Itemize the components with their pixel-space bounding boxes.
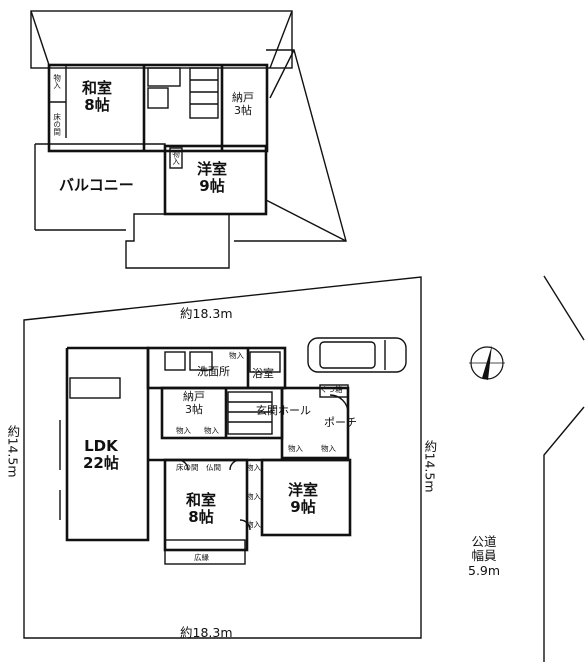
genkan-hall-label: 玄関ホール <box>256 404 311 417</box>
site-width-bottom: 約18.3m <box>180 625 233 640</box>
site-boundary <box>23 276 422 639</box>
storage-label-1f: 物入 <box>246 463 261 472</box>
balcony-label: バルコニー <box>59 176 134 194</box>
site-width-top: 約18.3m <box>180 306 233 321</box>
storage-label-1f: 物入 <box>229 351 244 360</box>
senmenjo-label: 洗面所 <box>197 365 230 378</box>
room-nando-2f: 納戸 3帖 <box>232 91 254 117</box>
road-edge <box>543 275 585 662</box>
porch-label: ポーチ <box>324 416 357 429</box>
second-floor-walls <box>34 63 269 269</box>
tokonoma-label-1f: 床の間 <box>176 463 199 472</box>
butsuma-label: 仏間 <box>206 463 221 472</box>
room-nando-1f: 納戸 3帖 <box>183 390 205 416</box>
engawa-label: 広縁 <box>194 553 209 562</box>
room-ldk: LDK 22帖 <box>83 437 119 473</box>
yokushitsu-label: 浴室 <box>252 367 274 380</box>
first-floor-details <box>59 351 349 565</box>
road-label: 公道 幅員 5.9m <box>468 534 501 578</box>
storage-label-2f: 物入 <box>52 74 62 89</box>
storage-label-1f: 物入 <box>246 492 261 501</box>
kutsubako-label: くつ箱 <box>320 385 343 394</box>
storage-label-1f: 物入 <box>246 520 261 529</box>
storage-label-1f: 物入 <box>321 444 336 453</box>
site-depth-left: 約14.5m <box>5 425 21 478</box>
storage-label-1f: 物入 <box>204 426 219 435</box>
storage-label-1f: 物入 <box>288 444 303 453</box>
first-floor-walls <box>65 346 352 552</box>
room-youshitsu-1f: 洋室 9帖 <box>288 481 319 517</box>
north-arrow-icon <box>469 345 505 380</box>
second-floor-roof <box>30 10 347 242</box>
room-youshitsu-2f: 洋室 9帖 <box>197 160 228 196</box>
storage-label-2f: 物入 <box>171 150 181 165</box>
site-depth-right: 約14.5m <box>422 440 438 493</box>
car-icon <box>307 337 407 373</box>
tokonoma-label-2f: 床の間 <box>52 113 62 136</box>
room-washitsu-1f: 和室 8帖 <box>186 491 217 527</box>
room-washitsu-2f: 和室 8帖 <box>82 79 113 115</box>
storage-label-1f: 物入 <box>176 426 191 435</box>
